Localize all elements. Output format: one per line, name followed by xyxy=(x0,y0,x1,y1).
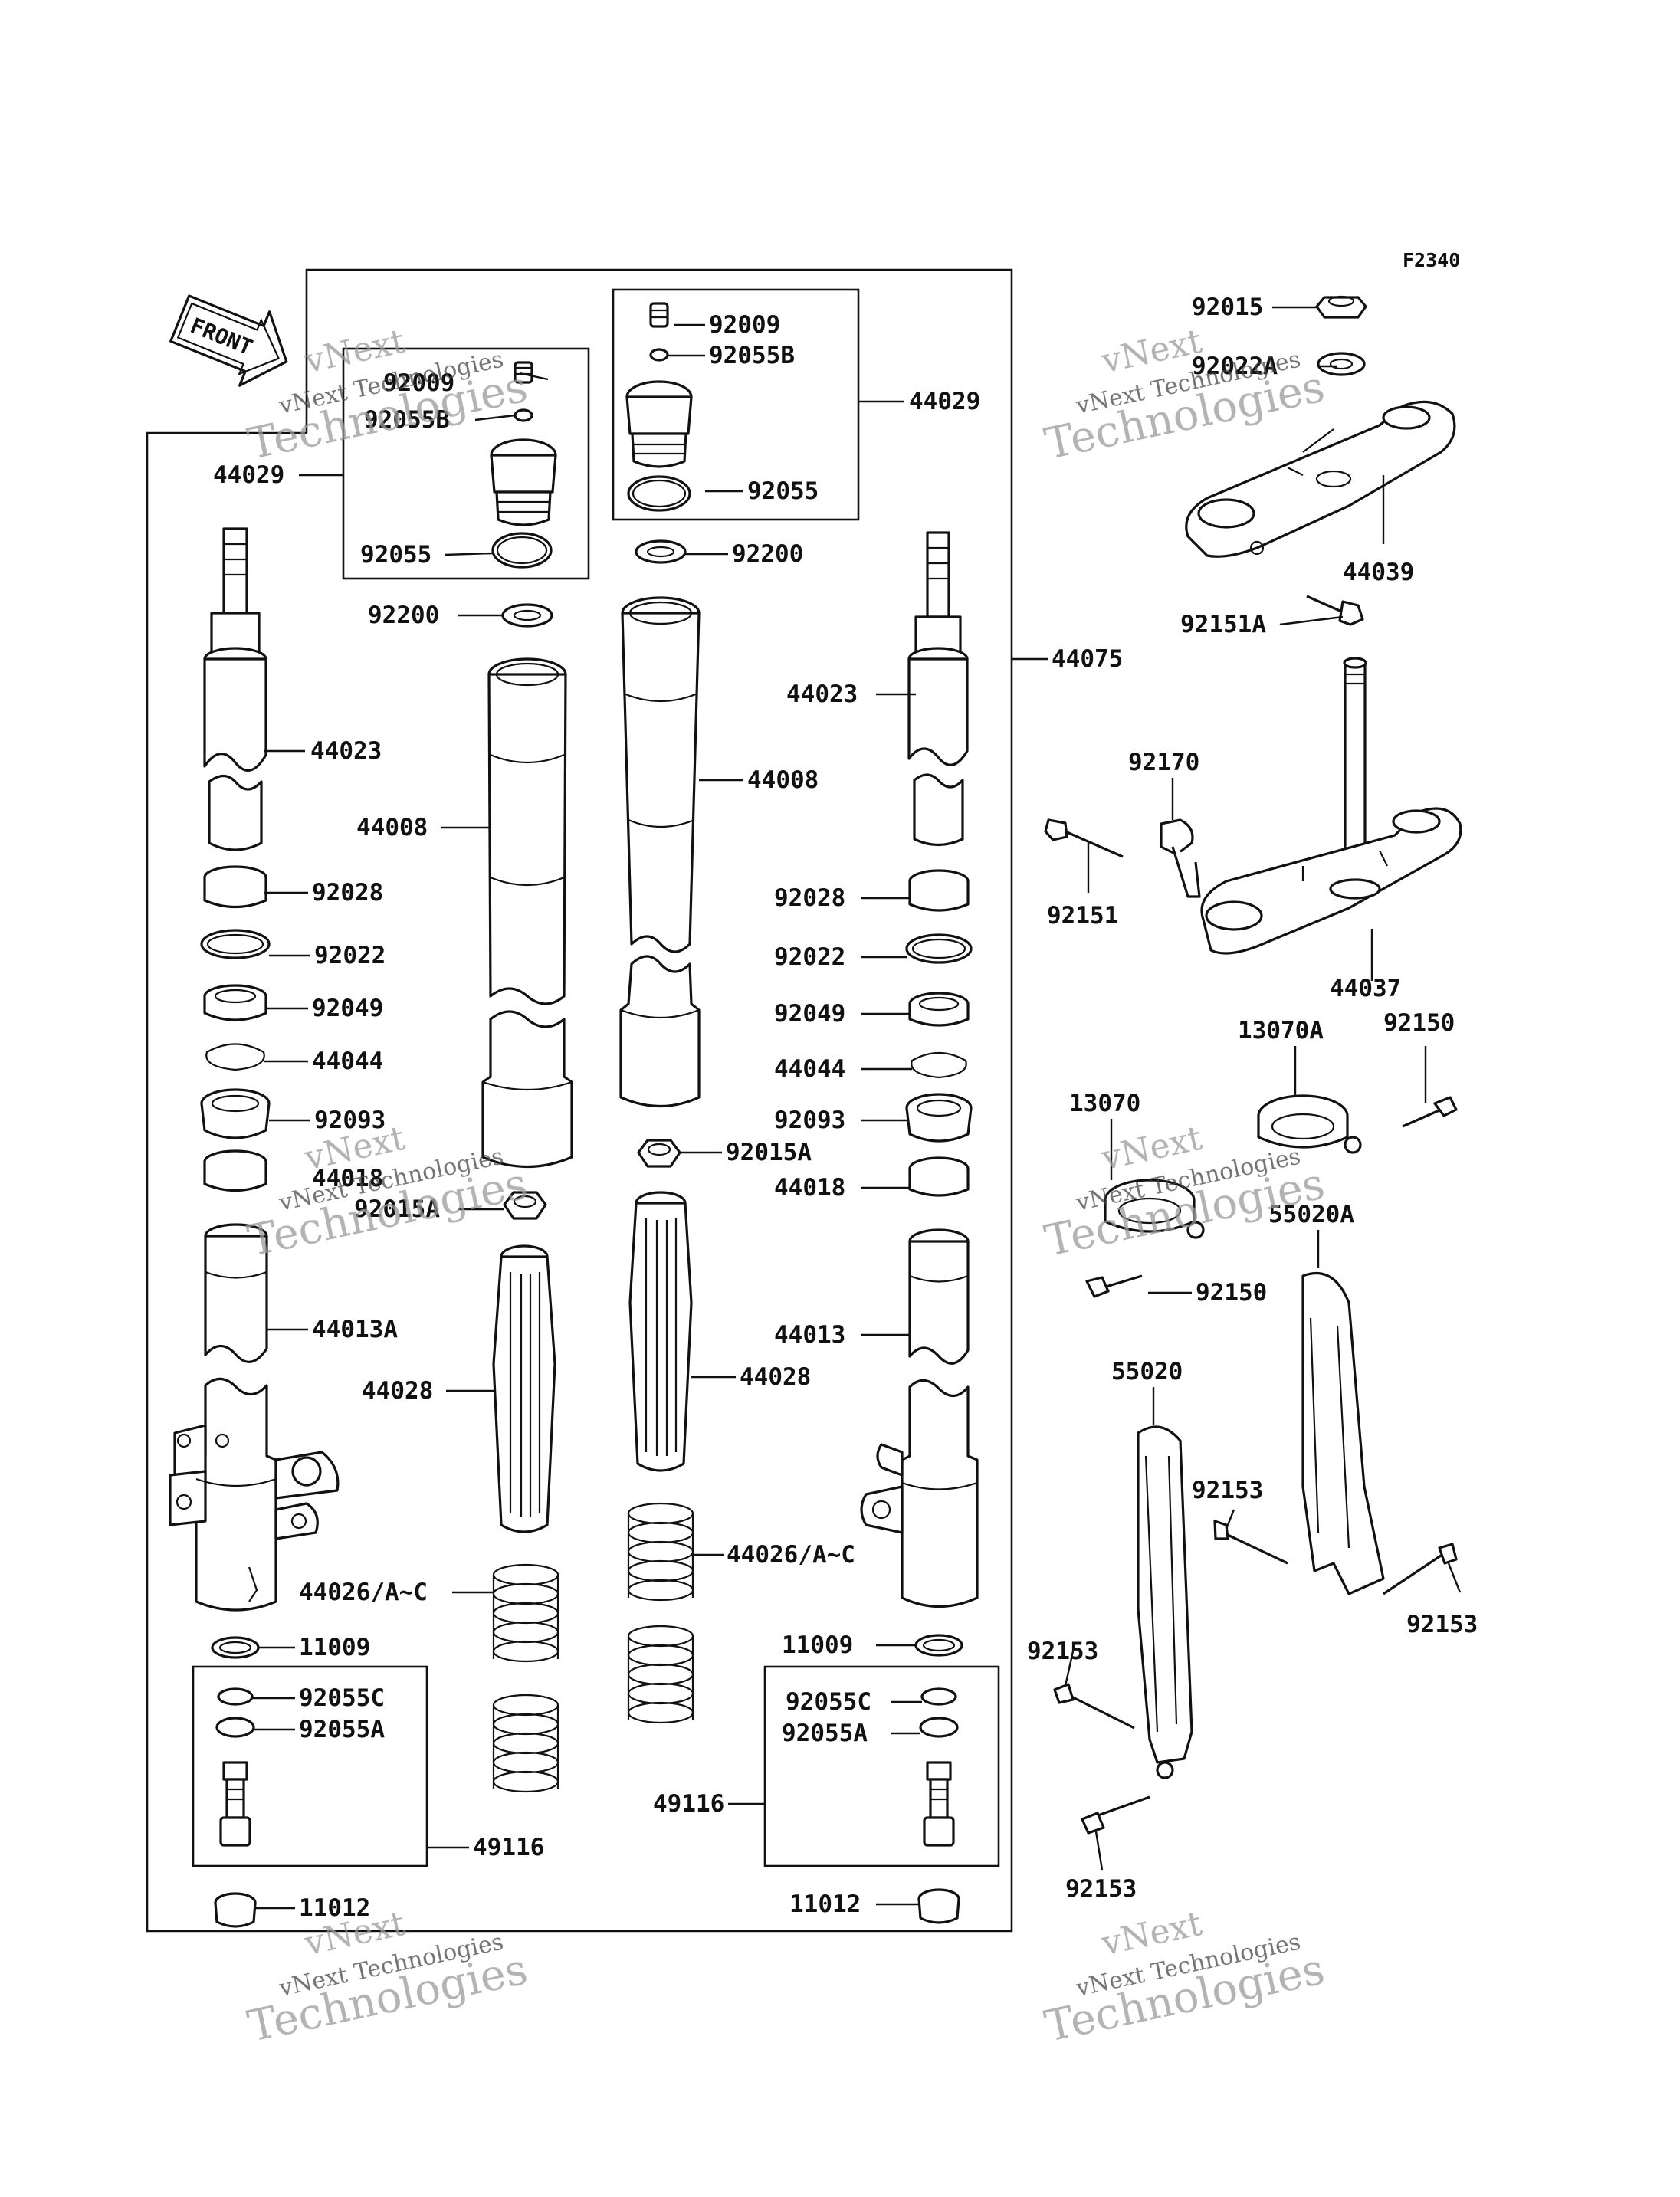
part-label: 44018 xyxy=(312,1165,383,1192)
right-base-valve xyxy=(919,1687,959,1847)
right-cap-parts xyxy=(625,302,693,512)
part-label: 13070 xyxy=(1069,1090,1140,1117)
left-base-valve xyxy=(215,1687,255,1847)
bolt-92151 xyxy=(1044,818,1124,858)
stem-bolt-92151A xyxy=(1306,595,1364,626)
part-label: 55020 xyxy=(1111,1358,1183,1385)
part-label: 44075 xyxy=(1052,645,1123,673)
part-label: 11009 xyxy=(782,1631,853,1659)
part-label: 44028 xyxy=(362,1377,433,1405)
part-label: 92022 xyxy=(314,942,386,969)
leader-lines xyxy=(252,306,1462,1910)
part-label: 44008 xyxy=(356,814,428,841)
valve-box-right xyxy=(763,1665,1000,1867)
valve-box-left xyxy=(192,1665,428,1867)
part-label: 44039 xyxy=(1343,559,1414,586)
left-bushings-seals xyxy=(200,865,547,1220)
part-label: 11012 xyxy=(299,1894,370,1922)
lower-triple-clamp xyxy=(1200,657,1462,955)
part-label: 92151A xyxy=(1180,611,1266,638)
figure-code: F2340 xyxy=(1403,249,1460,271)
part-label: 44013A xyxy=(312,1316,398,1343)
part-label: 44013 xyxy=(774,1321,845,1349)
fork-guard-55020 xyxy=(1053,1425,1193,1835)
right-inner-tube xyxy=(619,596,701,1108)
part-label: 92009 xyxy=(383,369,454,397)
part-label: 92009 xyxy=(709,311,780,339)
part-label: 44008 xyxy=(747,766,819,794)
part-label: 92055B xyxy=(709,342,795,369)
fork-clamp-13070A xyxy=(1257,1094,1458,1154)
part-label: 92055C xyxy=(786,1688,871,1716)
left-damper-rod xyxy=(203,527,267,851)
fork-clamp-13070 xyxy=(1085,1179,1205,1298)
part-label: 92022 xyxy=(774,943,845,971)
part-label: 92170 xyxy=(1128,749,1199,776)
part-label: 92153 xyxy=(1406,1611,1478,1638)
cap-box-left xyxy=(342,347,590,580)
part-label: 92022A xyxy=(1192,353,1278,380)
part-label: 92055B xyxy=(364,406,450,434)
part-label: 11009 xyxy=(299,1634,370,1661)
part-label: 13070A xyxy=(1238,1017,1324,1044)
left-outer-tube xyxy=(169,1223,340,1612)
part-label: 44023 xyxy=(310,737,382,765)
part-label: 92153 xyxy=(1192,1477,1263,1504)
fork-assembly-frame xyxy=(146,268,1013,1933)
part-label: 92200 xyxy=(368,602,439,629)
cable-holder-92170 xyxy=(1160,818,1201,898)
part-label: 49116 xyxy=(653,1790,724,1818)
part-label: 92015A xyxy=(354,1195,440,1223)
part-label: 92150 xyxy=(1196,1279,1267,1307)
part-label: 44023 xyxy=(786,680,858,708)
part-label: 92055A xyxy=(299,1716,385,1743)
part-label: 44026/A~C xyxy=(299,1579,428,1606)
part-label: 44029 xyxy=(909,388,980,415)
right-damper-rod xyxy=(907,531,969,847)
part-label: 92200 xyxy=(732,540,803,568)
left-cap-parts xyxy=(490,361,557,569)
part-label: 92055 xyxy=(360,541,431,569)
part-number-labels: 92009 92055B 44029 92055 92009 92055B 44… xyxy=(213,293,1478,1922)
part-label: 92015A xyxy=(726,1139,812,1166)
part-label: 92028 xyxy=(774,884,845,912)
part-label: 92093 xyxy=(314,1107,386,1134)
part-label: 92055C xyxy=(299,1684,385,1712)
part-label: 44044 xyxy=(774,1055,845,1083)
part-label: 44026/A~C xyxy=(727,1541,855,1569)
part-label: 92153 xyxy=(1065,1875,1137,1903)
part-label: 44044 xyxy=(312,1048,383,1075)
part-label: 92151 xyxy=(1047,902,1118,930)
fork-guard-55020A xyxy=(1213,1272,1458,1595)
right-damper-tube xyxy=(628,1191,693,1472)
part-label: 44018 xyxy=(774,1174,845,1202)
part-label: 11012 xyxy=(789,1890,861,1918)
part-label: 44029 xyxy=(213,461,284,489)
left-inner-tube xyxy=(481,657,573,1169)
part-label: 92055A xyxy=(782,1720,868,1747)
part-label: 44028 xyxy=(740,1363,811,1391)
right-fork-spring xyxy=(627,1502,694,1724)
right-outer-tube xyxy=(860,1228,979,1608)
part-label: 92049 xyxy=(774,1000,845,1028)
part-label: 92028 xyxy=(312,879,383,907)
part-label: 92153 xyxy=(1027,1638,1098,1665)
left-fork-spring xyxy=(492,1563,559,1793)
part-label: 49116 xyxy=(473,1834,544,1861)
cap-box-right xyxy=(612,288,860,521)
part-label: 92093 xyxy=(774,1107,845,1134)
part-label: 55020A xyxy=(1268,1201,1354,1228)
part-label: 92015 xyxy=(1192,293,1263,321)
part-label: 92150 xyxy=(1383,1009,1455,1037)
part-label: 92055 xyxy=(747,477,819,505)
part-label: 92049 xyxy=(312,995,383,1022)
left-damper-tube xyxy=(492,1244,556,1533)
right-bushings-seals xyxy=(637,869,973,1197)
front-arrow-icon: FRONT xyxy=(169,294,288,387)
part-label: 44037 xyxy=(1330,975,1401,1002)
